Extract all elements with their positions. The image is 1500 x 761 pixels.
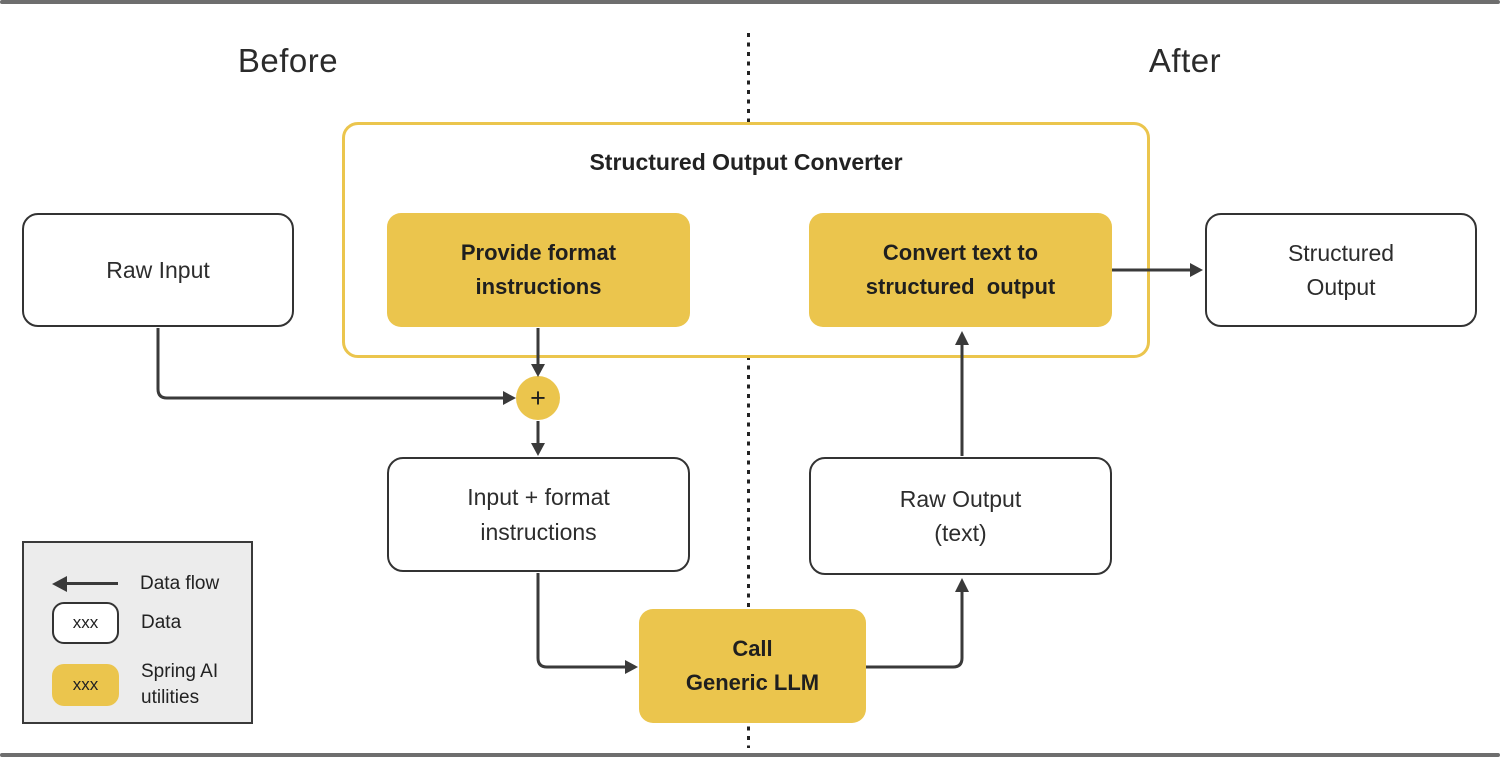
data-flow-arrow-icon	[52, 575, 118, 592]
bottom-border	[0, 753, 1500, 757]
raw-input-node: Raw Input	[22, 213, 294, 327]
after-section-label: After	[1148, 42, 1222, 79]
before-section-label: Before	[237, 42, 339, 79]
provide-format-instructions-node: Provide format instructions	[387, 213, 690, 327]
data-flow-arrow-shaft	[62, 582, 118, 586]
plus-merge-node: +	[516, 376, 560, 420]
data-chip-icon: xxx	[52, 602, 119, 644]
before-after-divider	[747, 33, 750, 748]
legend-row-data-flow: Data flow	[52, 571, 219, 597]
legend-row-spring-ai: xxx Spring AI utilities	[52, 659, 218, 710]
raw-output-node: Raw Output (text)	[809, 457, 1112, 575]
structured-output-node: Structured Output	[1205, 213, 1477, 327]
arrowhead-input-format-to-call-llm	[625, 660, 638, 674]
arrowhead-raw-input-to-plus	[503, 391, 516, 405]
spring-ai-chip-icon: xxx	[52, 663, 119, 706]
arrowhead-convert-text-to-structured-output	[1190, 263, 1203, 277]
legend-panel: Data flow xxx Data xxx Spring AI utiliti…	[22, 541, 253, 724]
legend-data-flow-label: Data flow	[140, 573, 220, 594]
legend-data-label: Data	[141, 612, 182, 634]
data-flow-arrow-head	[52, 575, 67, 592]
input-plus-format-node: Input + format instructions	[387, 457, 690, 572]
call-generic-llm-node: Call Generic LLM	[639, 609, 866, 723]
converter-title: Structured Output Converter	[589, 149, 903, 175]
top-border	[0, 0, 1500, 4]
arrowhead-call-llm-to-raw-output	[955, 578, 969, 592]
legend-row-data: xxx Data	[52, 602, 181, 644]
arrow-input-format-to-call-llm	[536, 573, 625, 669]
convert-text-node: Convert text to structured output	[809, 213, 1112, 327]
arrowhead-plus-to-input-format	[531, 443, 545, 456]
legend-spring-ai-label: Spring AI utilities	[141, 661, 219, 708]
arrow-call-llm-to-raw-output	[866, 591, 964, 669]
